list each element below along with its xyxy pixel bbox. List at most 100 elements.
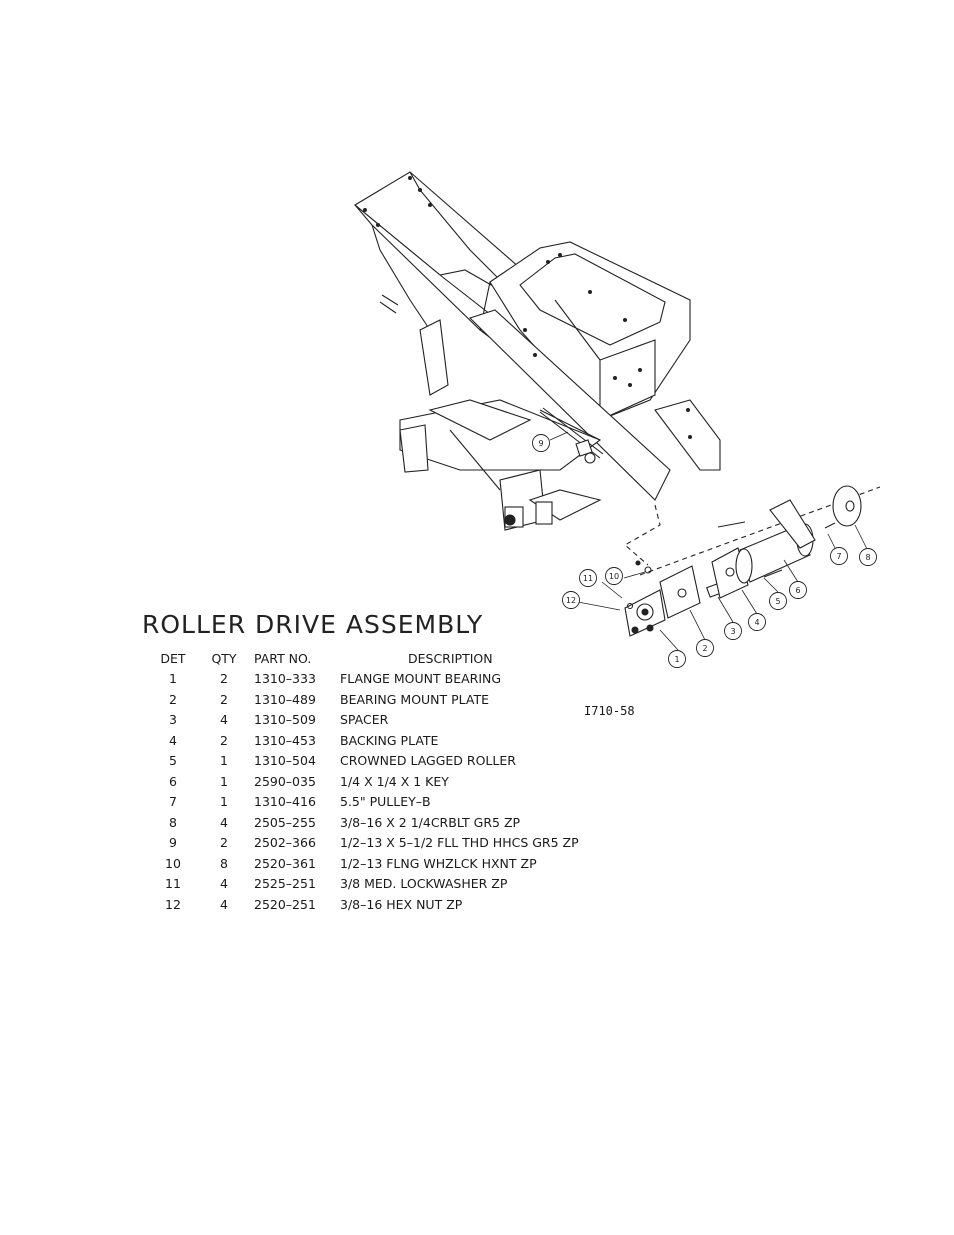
table-row: 7 1 1310–416 5.5" PULLEY–B: [148, 792, 579, 813]
callout-label: 8: [865, 553, 870, 562]
callout-circle: [859, 548, 877, 566]
callout-circle: [562, 591, 580, 609]
cell-part-no: 2502–366: [254, 835, 316, 851]
cell-qty: 2: [220, 691, 228, 707]
callout-label: 9: [538, 439, 543, 448]
cell-part-no: 2505–255: [254, 814, 316, 830]
cell-description: CROWNED LAGGED ROLLER: [340, 753, 516, 769]
leader-lines: [549, 431, 869, 651]
drawing-number: I710-58: [584, 704, 635, 718]
header-part-no: PART NO.: [254, 650, 312, 666]
cell-description: BACKING PLATE: [340, 732, 439, 748]
table-row: 10 8 2520–361 1/2–13 FLNG WHZLCK HXNT ZP: [148, 853, 579, 874]
cell-det: 11: [165, 876, 181, 892]
cell-det: 7: [169, 794, 177, 810]
cell-description: FLANGE MOUNT BEARING: [340, 671, 502, 687]
header-qty: QTY: [211, 650, 237, 666]
cell-det: 10: [165, 855, 181, 871]
cell-qty: 1: [220, 773, 228, 789]
callout-label: 10: [609, 572, 619, 581]
cell-det: 4: [169, 732, 177, 748]
cell-description: BEARING MOUNT PLATE: [340, 691, 490, 707]
header-det: DET: [160, 650, 186, 666]
cell-description: 1/2–13 FLNG WHZLCK HXNT ZP: [340, 855, 537, 871]
table-row: 12 4 2520–251 3/8–16 HEX NUT ZP: [148, 894, 579, 915]
cell-part-no: 1310–509: [254, 712, 316, 728]
callout-circle: [605, 567, 623, 585]
cell-part-no: 2590–035: [254, 773, 316, 789]
callout-circle: [579, 569, 597, 587]
callout-label: 12: [566, 596, 576, 605]
callout-circle: [830, 547, 848, 565]
cell-qty: 8: [220, 855, 228, 871]
cell-qty: 4: [220, 896, 228, 912]
cell-qty: 2: [220, 732, 228, 748]
callout-circle: [789, 581, 807, 599]
callout-circle: [724, 622, 742, 640]
cell-part-no: 2525–251: [254, 876, 316, 892]
cell-part-no: 1310–504: [254, 753, 316, 769]
callout-circle: [748, 613, 766, 631]
header-description: DESCRIPTION: [408, 650, 493, 666]
cell-qty: 1: [220, 794, 228, 810]
cell-part-no: 2520–361: [254, 855, 316, 871]
cell-qty: 4: [220, 712, 228, 728]
callout-circle: [668, 650, 686, 668]
cell-description: 3/8 MED. LOCKWASHER ZP: [340, 876, 508, 892]
centerline-dashed: [624, 486, 881, 576]
cell-part-no: 1310–489: [254, 691, 316, 707]
callout-label: 7: [836, 552, 841, 561]
table-row: 11 4 2525–251 3/8 MED. LOCKWASHER ZP: [148, 874, 579, 895]
table-header-row: DET QTY PART NO. DESCRIPTION: [148, 648, 579, 669]
cell-qty: 2: [220, 835, 228, 851]
table-row: 6 1 2590–035 1/4 X 1/4 X 1 KEY: [148, 771, 579, 792]
cell-part-no: 2520–251: [254, 896, 316, 912]
cell-det: 5: [169, 753, 177, 769]
table-row: 9 2 2502–366 1/2–13 X 5–1/2 FLL THD HHCS GR…: [148, 833, 579, 854]
cell-qty: 2: [220, 671, 228, 687]
bolt-9-detail: [539, 407, 604, 464]
callout-label: 1: [674, 655, 679, 664]
cell-description: 3/8–16 HEX NUT ZP: [340, 896, 463, 912]
cell-det: 8: [169, 814, 177, 830]
table-row: 5 1 1310–504 CROWNED LAGGED ROLLER: [148, 751, 579, 772]
cell-det: 12: [165, 896, 181, 912]
table-row: 4 2 1310–453 BACKING PLATE: [148, 730, 579, 751]
callout-label: 11: [583, 574, 593, 583]
callout-label: 5: [775, 597, 780, 606]
cell-qty: 4: [220, 876, 228, 892]
cell-det: 1: [169, 671, 177, 687]
cell-description: 1/4 X 1/4 X 1 KEY: [340, 773, 449, 789]
cell-description: 5.5" PULLEY–B: [340, 794, 431, 810]
cell-det: 9: [169, 835, 177, 851]
table-row: 8 4 2505–255 3/8–16 X 2 1/4CRBLT GR5 ZP: [148, 812, 579, 833]
table-row: 1 2 1310–333 FLANGE MOUNT BEARING: [148, 669, 579, 690]
callout-label: 6: [795, 586, 800, 595]
assembly-title: ROLLER DRIVE ASSEMBLY: [142, 610, 484, 639]
conveyor-frame: [354, 171, 721, 531]
cell-det: 2: [169, 691, 177, 707]
cell-part-no: 1310–333: [254, 671, 316, 687]
cell-description: 3/8–16 X 2 1/4CRBLT GR5 ZP: [340, 814, 521, 830]
callout-label: 4: [754, 618, 759, 627]
table-row: 2 2 1310–489 BEARING MOUNT PLATE: [148, 689, 579, 710]
callout-label: 3: [730, 627, 735, 636]
cell-qty: 1: [220, 753, 228, 769]
callout-circle: [696, 639, 714, 657]
callout-label: 2: [702, 644, 707, 653]
cell-description: SPACER: [340, 712, 389, 728]
cell-det: 3: [169, 712, 177, 728]
cell-part-no: 1310–453: [254, 732, 316, 748]
cell-part-no: 1310–416: [254, 794, 316, 810]
table-row: 3 4 1310–509 SPACER: [148, 710, 579, 731]
cell-det: 6: [169, 773, 177, 789]
cell-description: 1/2–13 X 5–1/2 FLL THD HHCS GR5 ZP: [340, 835, 579, 851]
cell-qty: 4: [220, 814, 228, 830]
callout-circle: [532, 434, 550, 452]
exploded-parts: [624, 485, 862, 637]
fastener-dots: [363, 176, 692, 439]
callout-circle: [769, 592, 787, 610]
